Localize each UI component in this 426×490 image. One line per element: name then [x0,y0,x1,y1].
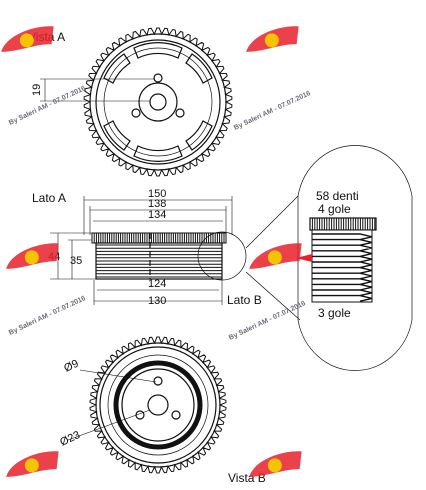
web-slots [103,41,213,163]
dim-19: 19 [31,84,43,96]
pulley-side-view [50,196,247,305]
grooves-3: 3 gole [318,306,351,320]
saleri-logo-icon [249,243,302,269]
detail-teeth [309,218,376,230]
dim-130: 130 [148,295,166,307]
gear-teeth-b [89,336,227,474]
saleri-logo-icon [246,26,299,52]
watermark-text: By Saleri AM - 07.07.2016 [8,295,87,337]
pulley-back-view [67,336,227,474]
dim-d23: Ø23 [58,429,82,449]
gear-teeth-a [83,27,233,177]
grooves-4: 4 gole [318,202,351,216]
saleri-logo-icon [6,243,59,269]
dim-134: 134 [148,209,166,221]
detail-grooves [312,233,373,302]
watermark-text: By Saleri AM - 07.07.2016 [233,90,312,132]
lato-b-label: Lato B [227,293,262,307]
pulley-front-view [40,27,233,177]
dim-d9: Ø9 [62,358,80,375]
saleri-logo-icon [1,26,54,52]
dim-35: 35 [70,255,82,267]
dim-138: 138 [148,198,166,210]
lato-a-label: Lato A [32,191,66,205]
saleri-logo-icon [249,451,302,477]
dim-124: 124 [148,278,166,290]
detail-magnifier [245,145,413,371]
saleri-logo-icon [6,451,59,477]
teeth-count: 58 denti [316,189,359,203]
watermark-text: By Saleri AM - 07.07.2016 [8,85,87,127]
dim-150: 150 [148,188,166,200]
side-teeth [91,233,225,243]
